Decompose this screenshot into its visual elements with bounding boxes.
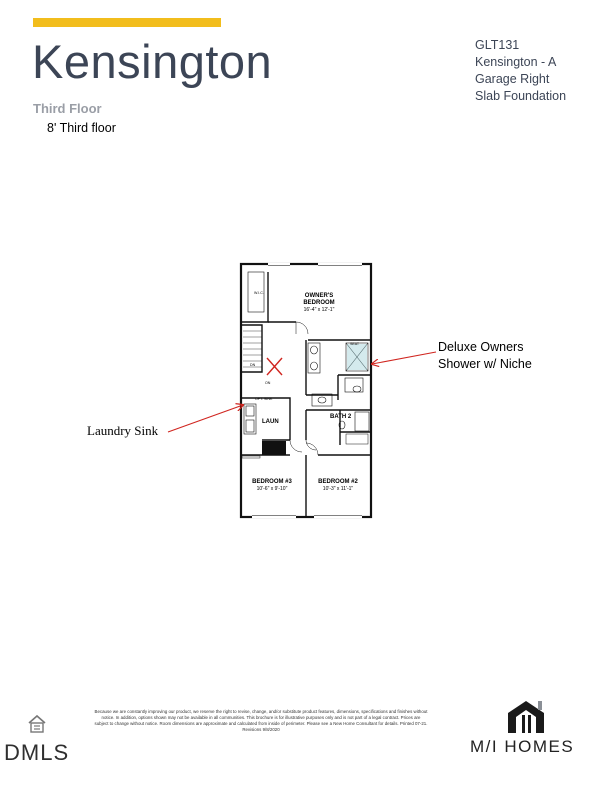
owners-shower-arrow [372, 351, 437, 364]
floor-subtitle: Third Floor [33, 101, 102, 116]
bedroom2-label: BEDROOM #2 [318, 479, 358, 485]
bedroom2-dims: 10'-3" x 11'-1" [323, 486, 354, 492]
owners-bedroom-label-1: OWNER'S [305, 293, 333, 299]
dn-label: DN [250, 363, 256, 367]
meta-foundation: Slab Foundation [475, 89, 567, 103]
bath2-label: BATH 2 [330, 414, 352, 420]
stair-treads [243, 330, 262, 368]
legal-disclaimer: Because we are constantly improving our … [94, 709, 428, 732]
accent-bar [33, 18, 221, 27]
on-label: ON [265, 381, 271, 385]
plan-meta: GLT131 Kensington - A Garage Right Slab … [475, 37, 566, 105]
removed-item-x [266, 357, 283, 376]
seat-label: SEAT [350, 342, 360, 346]
windows [252, 262, 362, 519]
owners-shower-callout-line1: Deluxe Owners [438, 340, 524, 354]
laundry-fixtures [243, 403, 257, 435]
owners-shower-callout-line2: Shower w/ Niche [438, 357, 532, 371]
owners-bath-fixtures [307, 342, 369, 393]
owners-bedroom-label-2: BEDROOM [303, 300, 334, 306]
equal-housing-icon [28, 714, 46, 733]
laundry-label: LAUN [262, 419, 279, 425]
closets [241, 433, 369, 459]
meta-plan-code: GLT131 [475, 38, 520, 52]
mls-logo: DMLS [4, 740, 70, 765]
page-title: Kensington [32, 35, 273, 88]
bath2-fixtures [311, 393, 370, 432]
laundry-sink-arrow [167, 405, 243, 433]
ceiling-note: 8' Third floor [47, 121, 116, 135]
meta-garage: Garage Right [475, 72, 550, 86]
mi-homes-house-icon [508, 701, 544, 733]
mi-homes-brand: M/I HOMES [470, 737, 575, 756]
meta-elevation: Kensington - A [475, 55, 557, 69]
laundry-closet [262, 441, 286, 455]
laundry-sink-callout: Laundry Sink [87, 423, 159, 438]
window-lines [252, 265, 362, 516]
shower-niche [347, 344, 367, 370]
doors [289, 321, 319, 456]
bedroom3-label: BEDROOM #3 [252, 479, 292, 485]
owners-shower-callout: Deluxe Owners Shower w/ Niche [438, 339, 532, 373]
wic-label: W.I.C. [254, 291, 264, 295]
owners-bedroom-dims: 16'-4" x 12'-1" [304, 307, 335, 313]
opt-sink-label: OPT. SINK [255, 397, 273, 401]
bedroom3-dims: 10'-6" x 9'-10" [257, 486, 288, 492]
